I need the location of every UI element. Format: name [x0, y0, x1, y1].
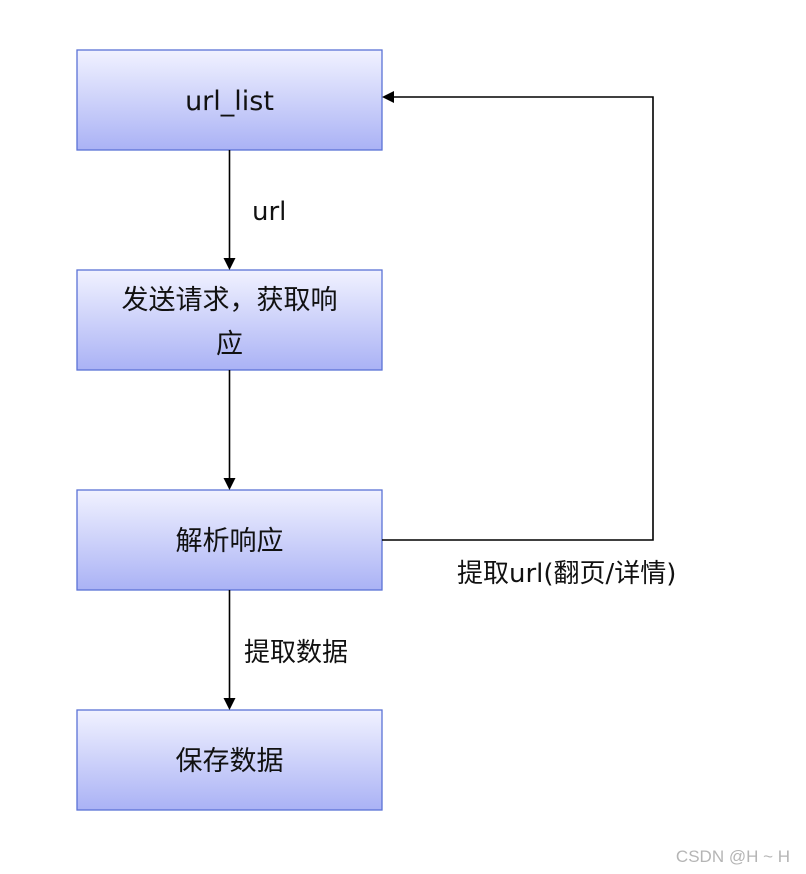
node-url-list-label: url_list	[185, 86, 274, 117]
edge-extract-data-label: 提取数据	[244, 638, 348, 668]
node-parse-response: 解析响应	[76, 489, 383, 591]
edge-parse-response-to-save-data: 提取数据	[223, 590, 348, 710]
node-parse-response-label: 解析响应	[176, 526, 284, 557]
watermark: CSDN @H ~ H	[676, 847, 790, 866]
edge-parse-response-to-url-list: 提取url(翻页/详情)	[382, 91, 676, 589]
edge-extract-url-label: 提取url(翻页/详情)	[457, 559, 676, 589]
edge-url-label: url	[252, 197, 286, 227]
node-send-request: 发送请求，获取响 应	[76, 269, 383, 371]
node-send-request-label-line1: 发送请求，获取响	[122, 285, 338, 316]
node-send-request-label-line2: 应	[216, 329, 243, 360]
node-save-data: 保存数据	[76, 709, 383, 811]
node-save-data-label: 保存数据	[176, 746, 284, 777]
node-url-list: url_list	[76, 49, 383, 151]
edge-url-list-to-send-request: url	[223, 150, 286, 270]
